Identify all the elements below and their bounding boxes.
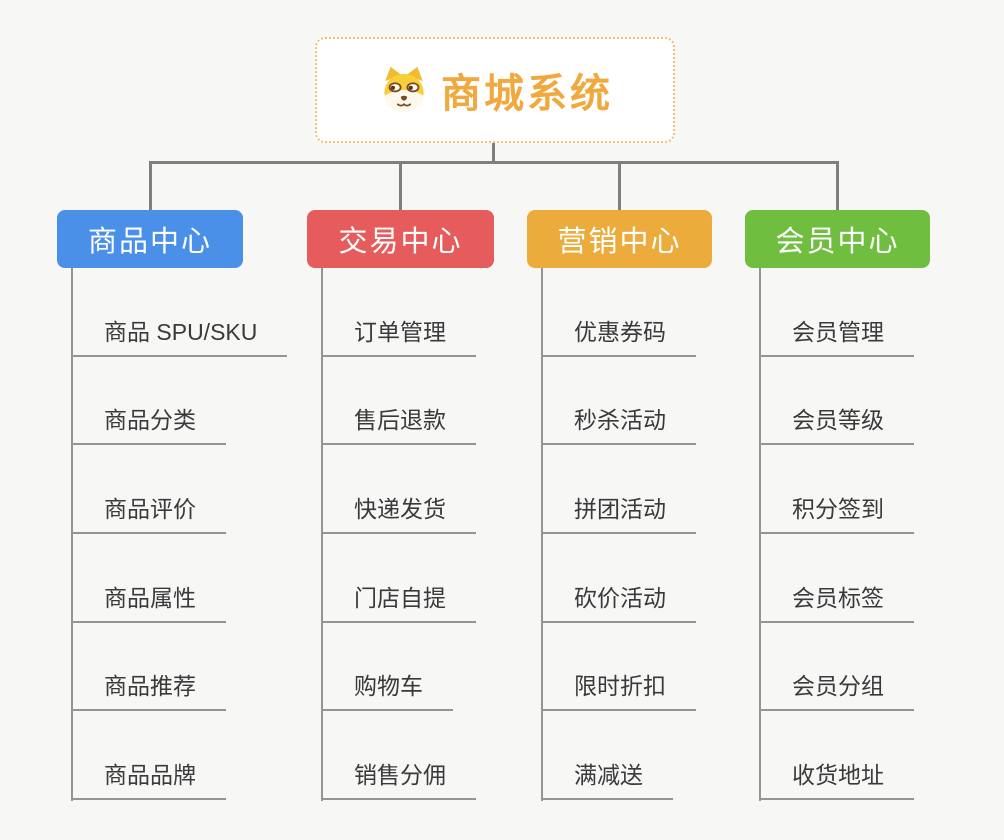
leaf-node[interactable]: 商品 SPU/SKU — [71, 313, 288, 357]
leaf-slot: 会员等级 — [759, 357, 999, 446]
leaf-slot: 收货地址 — [759, 711, 999, 801]
leaf-node[interactable]: 商品品牌 — [71, 756, 226, 801]
connector-line — [399, 161, 402, 210]
connector-line — [491, 143, 495, 164]
branch-node-4[interactable]: 会员中心 — [745, 210, 930, 268]
leaf-slot: 限时折扣 — [541, 623, 781, 712]
leaf-node[interactable]: 拼团活动 — [541, 490, 696, 535]
leaf-slot: 积分签到 — [759, 445, 999, 535]
connector-line — [148, 161, 152, 210]
connector-line — [148, 161, 839, 164]
dog-face-icon — [384, 66, 424, 112]
leaf-slot: 砍价活动 — [541, 534, 781, 623]
leaf-slot: 会员管理 — [759, 268, 999, 357]
leaf-node[interactable]: 秒杀活动 — [541, 401, 696, 446]
leaf-slot: 商品推荐 — [71, 623, 311, 712]
leaf-node[interactable]: 商品推荐 — [71, 667, 226, 712]
leaf-node[interactable]: 会员分组 — [759, 667, 914, 712]
leaf-node[interactable]: 门店自提 — [321, 579, 476, 623]
leaf-node[interactable]: 会员管理 — [759, 313, 914, 357]
leaf-slot: 快递发货 — [321, 445, 561, 535]
leaf-node[interactable]: 砍价活动 — [541, 579, 696, 623]
leaf-slot: 会员标签 — [759, 534, 999, 623]
leaf-slot: 销售分佣 — [321, 711, 561, 801]
leaf-slot: 商品 SPU/SKU — [71, 268, 311, 357]
leaf-node[interactable]: 积分签到 — [759, 490, 914, 535]
leaf-slot: 秒杀活动 — [541, 357, 781, 446]
leaf-column: 优惠券码秒杀活动拼团活动砍价活动限时折扣满减送 — [541, 268, 781, 801]
leaf-slot: 商品品牌 — [71, 711, 311, 801]
connector-line — [836, 161, 839, 210]
leaf-node[interactable]: 商品分类 — [71, 401, 226, 446]
leaf-slot: 商品属性 — [71, 534, 311, 623]
branch-node-3[interactable]: 营销中心 — [527, 210, 712, 268]
connector-line — [71, 268, 73, 801]
leaf-node[interactable]: 限时折扣 — [541, 667, 696, 712]
root-node[interactable]: 商城系统 — [315, 37, 675, 143]
leaf-node[interactable]: 收货地址 — [759, 756, 914, 801]
branch-node-2[interactable]: 交易中心 — [307, 210, 494, 268]
leaf-node[interactable]: 优惠券码 — [541, 313, 696, 357]
leaf-slot: 满减送 — [541, 711, 781, 801]
leaf-node[interactable]: 满减送 — [541, 756, 673, 801]
leaf-slot: 商品分类 — [71, 357, 311, 446]
branch-node-1[interactable]: 商品中心 — [57, 210, 243, 268]
connector-line — [759, 268, 761, 801]
leaf-node[interactable]: 快递发货 — [321, 490, 476, 535]
leaf-node[interactable]: 订单管理 — [321, 313, 476, 357]
leaf-node[interactable]: 商品评价 — [71, 490, 226, 535]
leaf-slot: 购物车 — [321, 623, 561, 712]
leaf-node[interactable]: 会员标签 — [759, 579, 914, 623]
leaf-slot: 售后退款 — [321, 357, 561, 446]
leaf-slot: 订单管理 — [321, 268, 561, 357]
leaf-node[interactable]: 商品属性 — [71, 579, 226, 623]
leaf-slot: 会员分组 — [759, 623, 999, 712]
leaf-column: 商品 SPU/SKU 商品分类商品评价商品属性商品推荐商品品牌 — [71, 268, 311, 801]
leaf-slot: 拼团活动 — [541, 445, 781, 535]
root-title: 商城系统 — [441, 72, 613, 116]
leaf-node[interactable]: 会员等级 — [759, 401, 914, 446]
leaf-slot: 门店自提 — [321, 534, 561, 623]
connector-line — [541, 268, 543, 801]
leaf-node[interactable]: 购物车 — [321, 667, 453, 712]
leaf-column: 订单管理售后退款快递发货门店自提购物车销售分佣 — [321, 268, 561, 801]
leaf-column: 会员管理会员等级积分签到会员标签会员分组收货地址 — [759, 268, 999, 801]
connector-line — [618, 161, 621, 210]
leaf-slot: 优惠券码 — [541, 268, 781, 357]
leaf-node[interactable]: 销售分佣 — [321, 756, 476, 801]
leaf-slot: 商品评价 — [71, 445, 311, 535]
connector-line — [321, 268, 323, 801]
leaf-node[interactable]: 售后退款 — [321, 401, 476, 446]
